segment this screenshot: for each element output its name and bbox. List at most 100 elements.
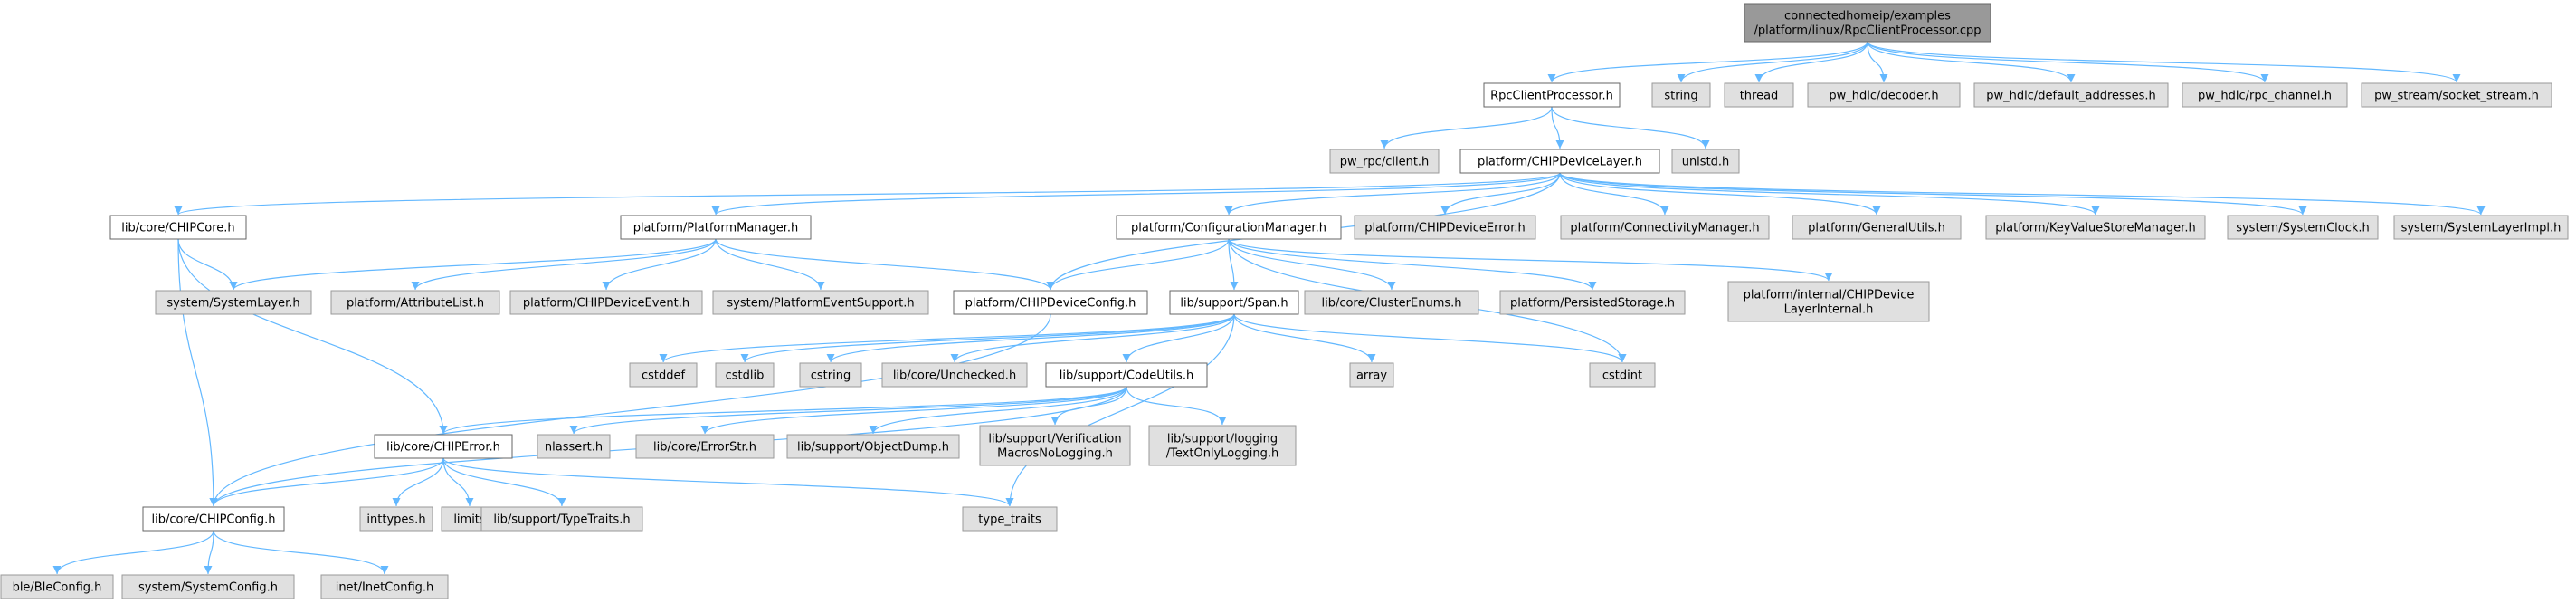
node-persist: platform/PersistedStorage.h [1499, 290, 1686, 315]
node-objdump: lib/support/ObjectDump.h [786, 434, 960, 459]
node-box [109, 215, 247, 240]
node-pwclient: pw_rpc/client.h [1329, 149, 1440, 174]
node-rpcproc[interactable]: RpcClientProcessor.h [1483, 82, 1621, 108]
edge-rpcproc-to-devlayer [1551, 106, 1564, 149]
node-chipconfig[interactable]: lib/core/CHIPConfig.h [142, 506, 285, 532]
edge-root-to-string [1677, 41, 1868, 83]
node-box [1045, 362, 1208, 388]
node-label: LayerInternal.h [1784, 303, 1874, 317]
node-bleconfig: ble/BleConfig.h [0, 574, 114, 599]
edge-span-to-codeutils [1122, 313, 1235, 363]
edge-chiperror-to-typetraitsh [442, 457, 566, 507]
node-root[interactable]: connectedhomeip/examples/platform/linux/… [1744, 3, 1991, 43]
node-label: lib/core/ClusterEnums.h [1321, 297, 1461, 311]
edge-span-to-cstdint [1233, 313, 1627, 363]
node-box [1349, 362, 1394, 388]
node-box [1169, 290, 1299, 315]
node-devcfg[interactable]: platform/CHIPDeviceConfig.h [953, 290, 1148, 315]
edge-cfgmgr-to-devcfg [1046, 238, 1230, 291]
node-box [359, 506, 433, 532]
node-typetraits: type_traits [962, 506, 1058, 532]
node-box [953, 290, 1148, 315]
node-label: system/SystemLayerImpl.h [2401, 222, 2562, 235]
node-label: platform/CHIPDeviceError.h [1364, 222, 1525, 235]
node-label: lib/support/ObjectDump.h [797, 441, 949, 455]
node-span[interactable]: lib/support/Span.h [1169, 290, 1299, 315]
node-label: cstddef [642, 369, 686, 383]
node-cstring: cstring [799, 362, 862, 388]
node-box [620, 215, 812, 240]
edge-root-to-pwrpcch [1867, 41, 2269, 83]
node-box [2393, 215, 2569, 240]
node-sysconfig: system/SystemConfig.h [121, 574, 295, 599]
node-box [1148, 425, 1297, 466]
node-clusterenums: lib/core/ClusterEnums.h [1304, 290, 1479, 315]
edge-span-to-typetraits [1005, 313, 1235, 507]
node-errorstr: lib/core/ErrorStr.h [635, 434, 775, 459]
edge-devlayer-to-kvsmgr [1559, 172, 2100, 216]
node-label: RpcClientProcessor.h [1490, 90, 1613, 103]
edge-devlayer-to-deverr [1440, 172, 1561, 216]
node-box [480, 506, 643, 532]
node-box [330, 290, 500, 315]
node-box [2361, 82, 2552, 108]
node-unchecked: lib/core/Unchecked.h [881, 362, 1028, 388]
node-cfgmgr[interactable]: platform/ConfigurationManager.h [1116, 215, 1342, 240]
node-pwsocket: pw_stream/socket_stream.h [2361, 82, 2552, 108]
node-label: connectedhomeip/examples [1784, 10, 1951, 24]
node-box [1671, 149, 1740, 174]
node-box [799, 362, 862, 388]
node-box [155, 290, 312, 315]
node-chiperror[interactable]: lib/core/CHIPError.h [374, 434, 513, 459]
edge-chiperror-to-limits [442, 457, 474, 507]
node-box [1985, 215, 2206, 240]
node-box [881, 362, 1028, 388]
edge-devcfg-to-chipconfig [209, 313, 1051, 507]
edge-platmgr-to-devcfg [715, 238, 1055, 291]
node-nlassert: nlassert.h [537, 434, 611, 459]
edge-chiperror-to-typetraits [442, 457, 1014, 507]
node-label: pw_hdlc/decoder.h [1829, 90, 1938, 103]
node-box [1560, 215, 1770, 240]
node-box [629, 362, 698, 388]
node-box [1973, 82, 2169, 108]
node-box [2227, 215, 2379, 240]
node-label: array [1356, 369, 1387, 383]
node-label: platform/ConnectivityManager.h [1570, 222, 1759, 235]
node-label: lib/support/TypeTraits.h [493, 513, 630, 527]
node-platmgr[interactable]: platform/PlatformManager.h [620, 215, 812, 240]
node-label: platform/GeneralUtils.h [1808, 222, 1945, 235]
node-label: cstdint [1602, 369, 1642, 383]
edge-cfgmgr-to-devlayerint [1228, 238, 1833, 282]
node-label: lib/support/CodeUtils.h [1060, 369, 1193, 383]
node-unistd: unistd.h [1671, 149, 1740, 174]
node-peventsup: system/PlatformEventSupport.h [712, 290, 929, 315]
node-label: system/SystemConfig.h [138, 581, 278, 595]
node-box [0, 574, 114, 599]
edge-root-to-rpcproc [1547, 41, 1868, 83]
node-box [320, 574, 449, 599]
node-box [1459, 149, 1660, 174]
node-box [1589, 362, 1656, 388]
edge-chiperror-to-chipconfig [209, 457, 444, 507]
node-box [1499, 290, 1686, 315]
node-cstddef: cstddef [629, 362, 698, 388]
node-label: platform/AttributeList.h [347, 297, 484, 311]
node-textlog: lib/support/logging/TextOnlyLogging.h [1148, 425, 1297, 466]
node-chipcore[interactable]: lib/core/CHIPCore.h [109, 215, 247, 240]
node-label: pw_hdlc/default_addresses.h [1986, 90, 2155, 103]
node-cstdint: cstdint [1589, 362, 1656, 388]
node-box [1651, 82, 1711, 108]
node-label: system/PlatformEventSupport.h [727, 297, 914, 311]
node-box [1329, 149, 1440, 174]
node-label: unistd.h [1682, 156, 1730, 169]
node-codeutils[interactable]: lib/support/CodeUtils.h [1045, 362, 1208, 388]
edge-chipcore-to-chipconfig [177, 238, 218, 507]
node-thread: thread [1724, 82, 1794, 108]
node-box [142, 506, 285, 532]
node-inttypes: inttypes.h [359, 506, 433, 532]
node-box [979, 425, 1131, 466]
node-sysclock: system/SystemClock.h [2227, 215, 2379, 240]
edge-codeutils-to-nlassert [569, 386, 1127, 435]
node-devlayer[interactable]: platform/CHIPDeviceLayer.h [1459, 149, 1660, 174]
